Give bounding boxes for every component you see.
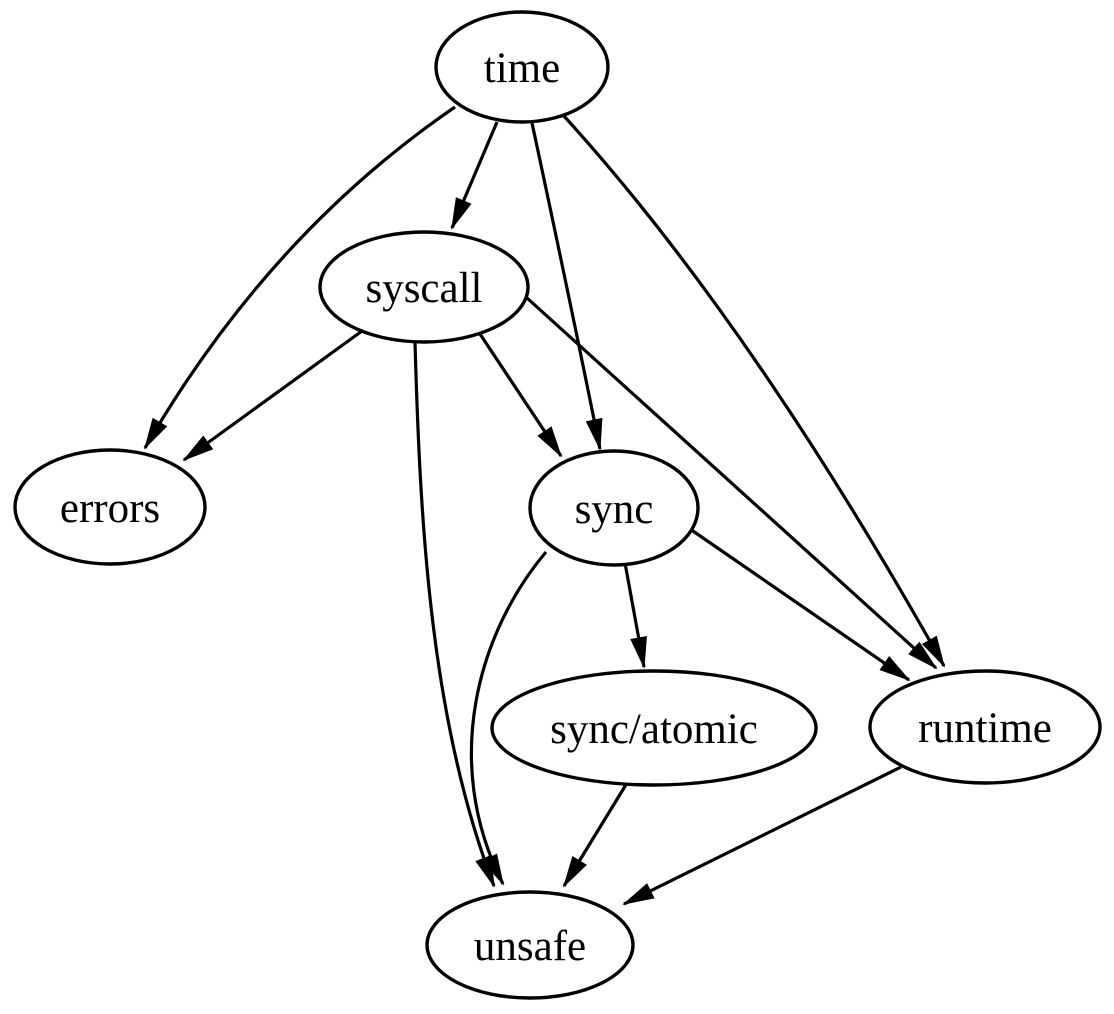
- node-label-time: time: [484, 45, 560, 92]
- node-label-unsafe: unsafe: [474, 923, 586, 970]
- node-shape-sync_atomic: [490, 669, 818, 787]
- node-label-errors: errors: [60, 485, 160, 532]
- node-sync: sync: [528, 449, 700, 567]
- node-label-sync: sync: [575, 486, 654, 533]
- node-label-syscall: syscall: [365, 265, 482, 312]
- edge-syscall-runtime: [525, 296, 938, 670]
- edge-time-syscall: [450, 121, 499, 230]
- node-label-runtime: runtime: [918, 705, 1052, 752]
- node-unsafe: unsafe: [425, 890, 635, 1000]
- node-shape-runtime: [868, 669, 1102, 785]
- edge-syscall-errors: [182, 329, 363, 462]
- edge-time-runtime: [561, 113, 946, 668]
- edge-sync-sync_atomic: [623, 562, 647, 669]
- node-syscall: syscall: [318, 230, 530, 344]
- edge-runtime-unsafe: [622, 765, 902, 906]
- edge-sync-unsafe: [469, 550, 548, 886]
- node-shape-syscall: [318, 230, 530, 344]
- edge-syscall-sync: [476, 330, 563, 458]
- edge-time-errors: [143, 105, 456, 450]
- edge-sync_atomic-unsafe: [562, 782, 629, 888]
- node-time: time: [434, 10, 610, 124]
- nodes-layer: time syscall errors sync sync/atomic runtime u…: [13, 10, 1102, 1000]
- node-shape-unsafe: [425, 890, 635, 1000]
- edge-syscall-unsafe: [413, 341, 496, 888]
- node-shape-sync: [528, 449, 700, 567]
- node-runtime: runtime: [868, 669, 1102, 785]
- node-errors: errors: [13, 448, 207, 566]
- node-sync_atomic: sync/atomic: [490, 669, 818, 787]
- edge-sync-runtime: [689, 527, 911, 682]
- edges-layer: [143, 105, 946, 906]
- node-label-sync_atomic: sync/atomic: [550, 706, 758, 753]
- edge-time-sync: [530, 122, 603, 451]
- node-shape-errors: [13, 448, 207, 566]
- node-shape-time: [434, 10, 610, 124]
